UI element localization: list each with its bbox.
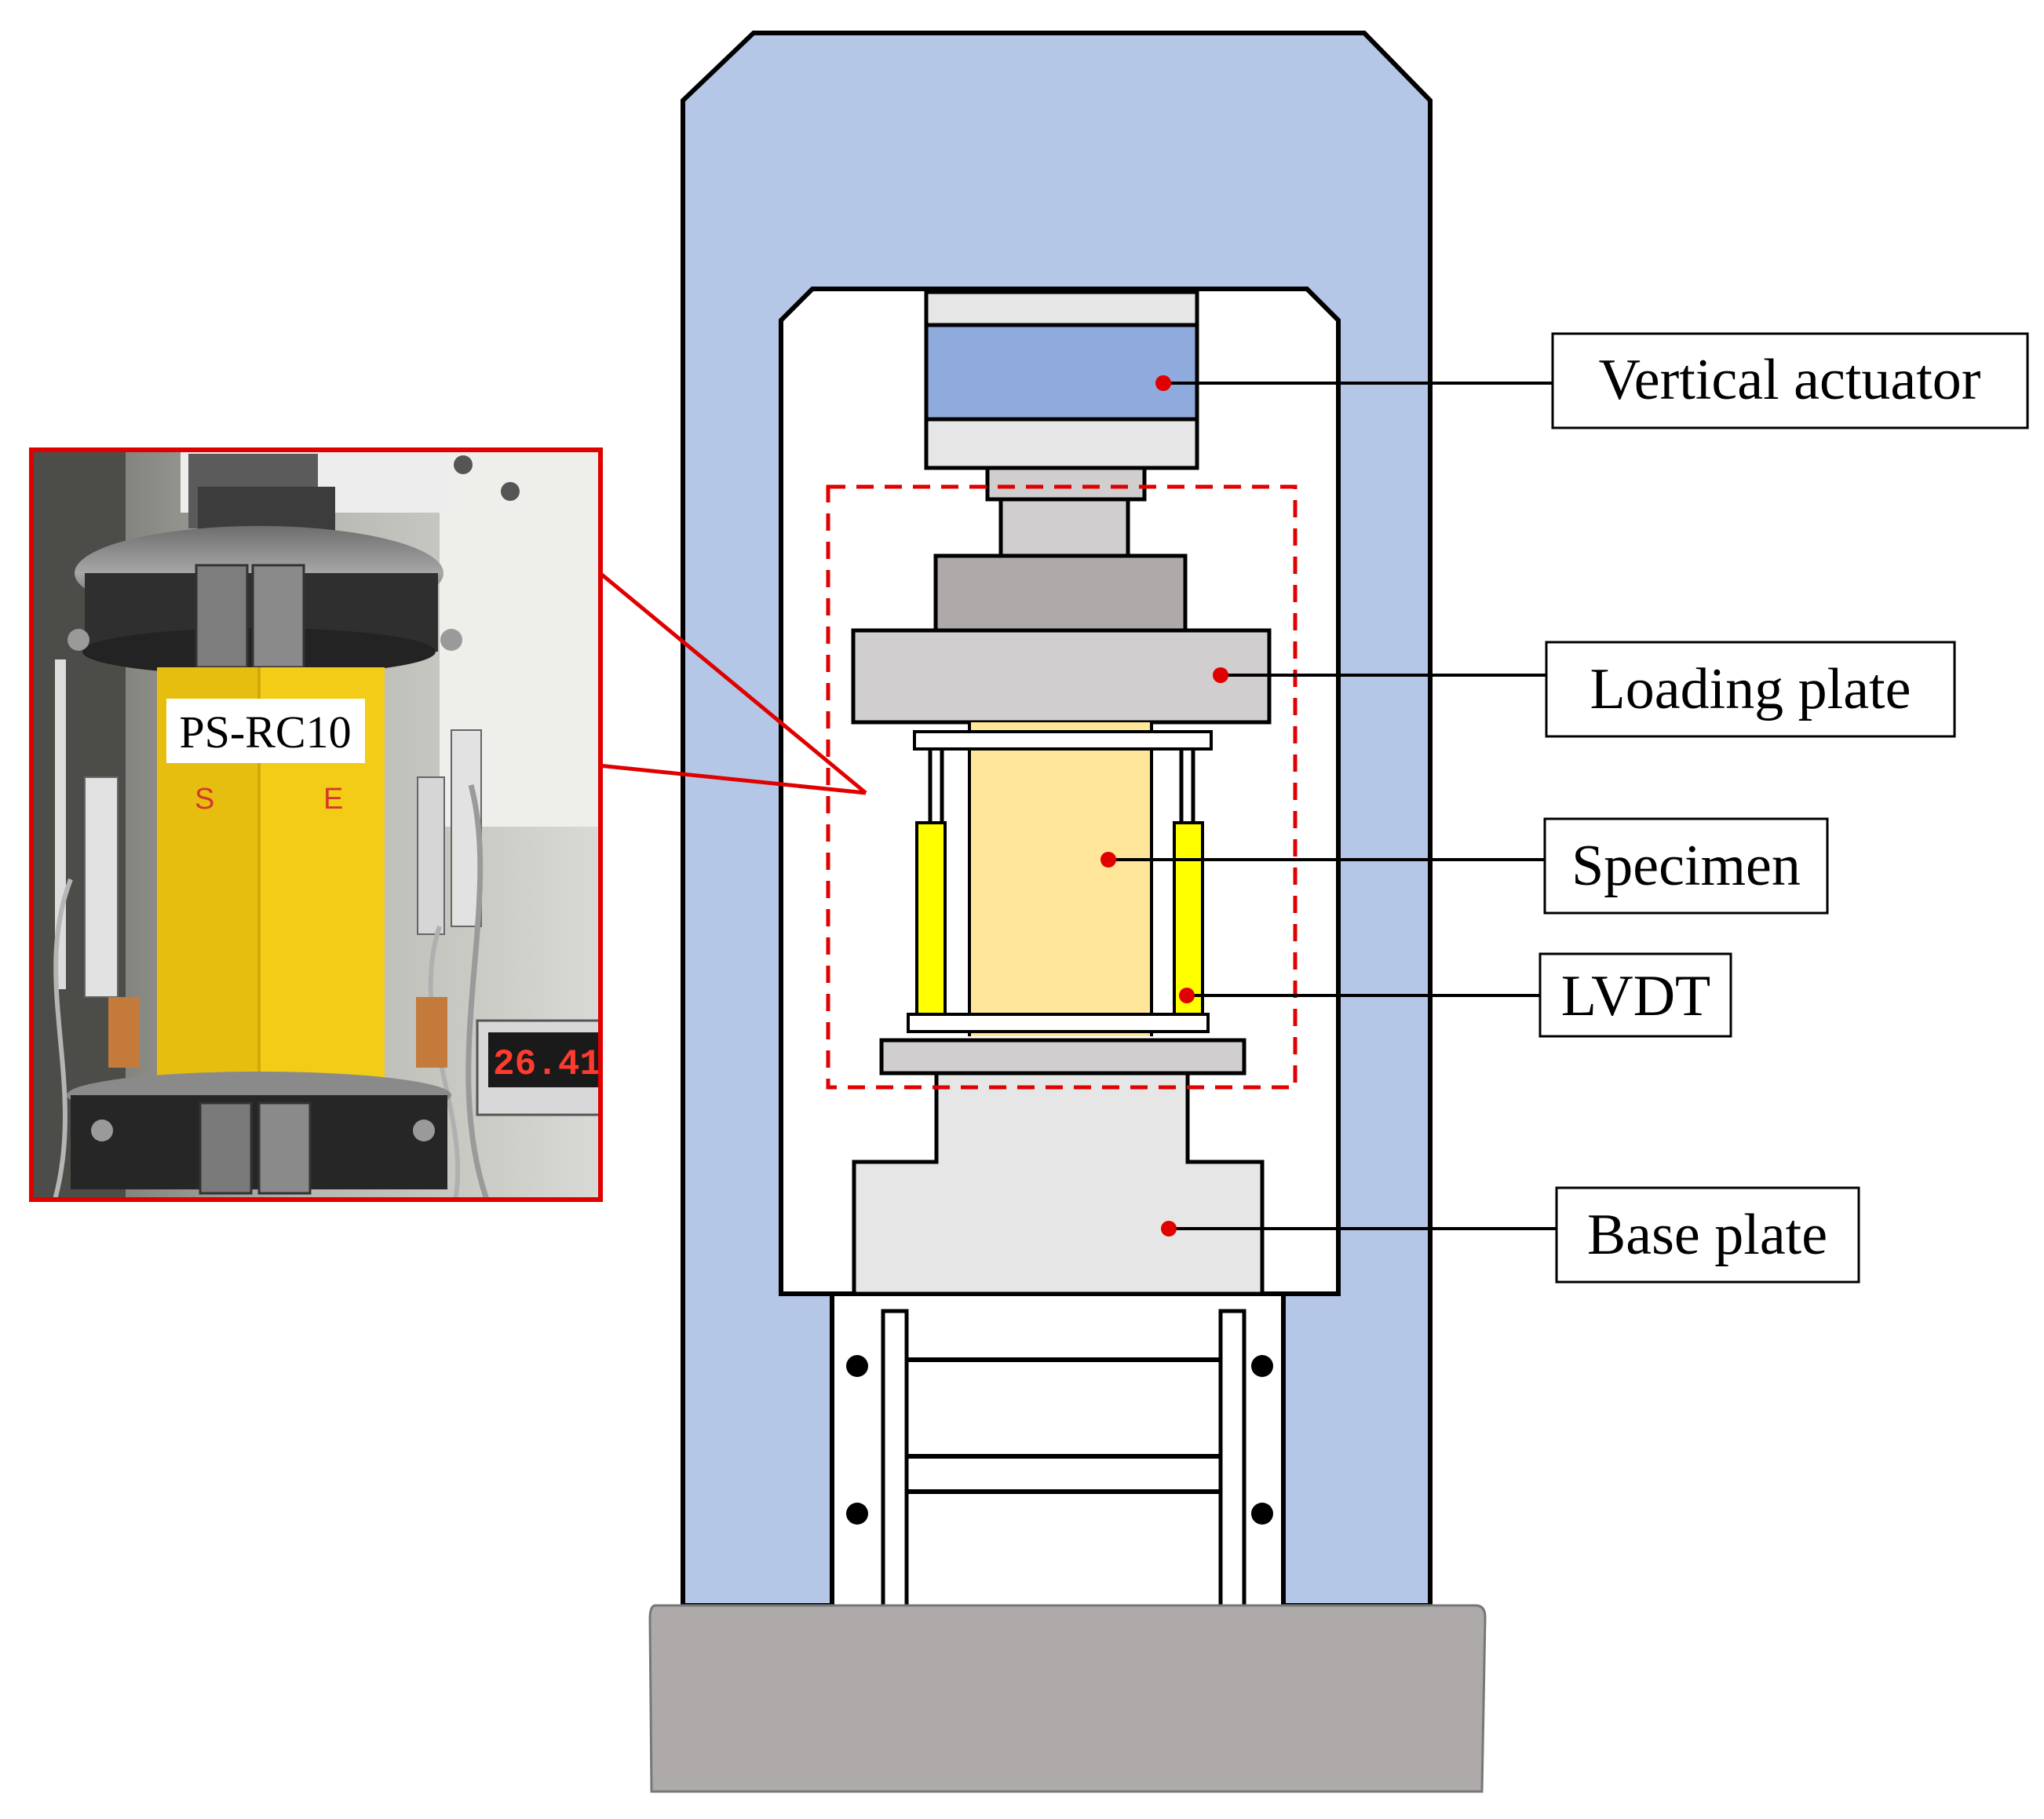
zoom-callout-lines [597, 570, 867, 795]
label-base-plate: Base plate [1161, 1186, 1860, 1284]
actuator-rod [985, 466, 1147, 502]
upper-lvdt-bracket [913, 730, 1213, 751]
face-mark-s: S [195, 783, 214, 816]
bottom-platen [879, 1038, 1246, 1076]
test-region-outline [826, 484, 1298, 1090]
lower-lvdt-bracket [907, 1013, 1210, 1033]
specimen [969, 722, 1152, 1036]
label-specimen: Specimen [1100, 817, 1829, 915]
bolt-icon [1251, 1355, 1273, 1377]
photo-frame [29, 447, 603, 1202]
face-mark-e: E [323, 783, 343, 816]
label-text: Vertical actuator [1599, 348, 1981, 412]
specimen-assembly [907, 722, 1213, 1036]
load-cell [998, 497, 1130, 558]
ground-block [648, 1604, 1487, 1793]
display-reading: 26.41 [493, 1044, 601, 1085]
marker-dot [1213, 667, 1228, 683]
specimen-tag: PS-RC10 [166, 699, 365, 763]
bolt-icon [846, 1355, 868, 1377]
bolt-icon [413, 1120, 435, 1141]
lower-column [830, 1291, 1286, 1610]
vertical-actuator [924, 290, 1199, 470]
label-text: Specimen [1571, 834, 1801, 898]
marker-dot [1155, 375, 1171, 391]
bolt-icon [501, 482, 520, 501]
bolt-icon [1251, 1503, 1273, 1525]
bolt-icon [454, 455, 473, 474]
specimen-photo: S E 26.41 [31, 450, 601, 1200]
label-text: Loading plate [1590, 657, 1911, 721]
lvdt-left [915, 821, 947, 1016]
bolt-icon [440, 629, 462, 651]
label-text: LVDT [1561, 964, 1711, 1028]
label-lvdt: LVDT [1179, 952, 1732, 1038]
label-loading-plate: Loading plate [1213, 641, 1956, 738]
marker-dot [1179, 988, 1195, 1003]
base-plate [852, 1071, 1265, 1296]
lvdt-right [1173, 821, 1204, 1016]
marker-dot [1161, 1221, 1177, 1236]
upper-platen [933, 553, 1188, 633]
label-vertical-actuator: Vertical actuator [1155, 332, 2029, 429]
marker-dot [1100, 852, 1116, 867]
loading-plate [851, 628, 1272, 725]
bolt-icon [91, 1120, 113, 1141]
specimen-tag-text: PS-RC10 [179, 707, 351, 758]
label-text: Base plate [1587, 1203, 1827, 1267]
bolt-icon [846, 1503, 868, 1525]
bolt-icon [68, 629, 89, 651]
